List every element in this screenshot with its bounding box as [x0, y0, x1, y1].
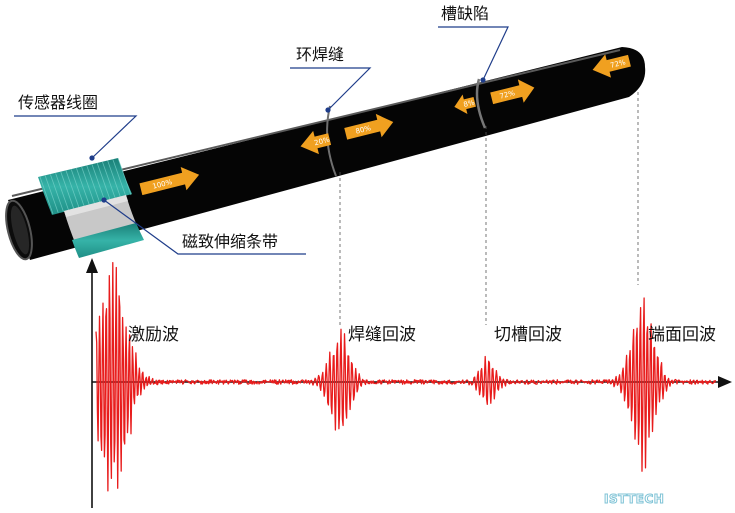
- label-excitation-wave: 激励波: [128, 325, 179, 345]
- callout-lines: [14, 26, 509, 255]
- label-groove-echo: 切槽回波: [494, 325, 562, 345]
- callout-line-sensor-coil: [14, 115, 138, 159]
- label-magnetostrictive-strip: 磁致伸缩条带: [182, 232, 279, 251]
- energy-arrow: 20%: [300, 130, 332, 155]
- amplitude-axis-arrowhead: [86, 258, 98, 273]
- energy-arrow: 72%: [592, 54, 631, 78]
- sensor-lower-coil: [72, 223, 144, 258]
- energy-arrow: 72%: [490, 79, 535, 105]
- label-weld-echo: 焊缝回波: [348, 325, 416, 345]
- echo-signal-trace: [95, 261, 717, 492]
- energy-arrows: 100% 20% 80% 8% 72% 72%: [139, 54, 631, 196]
- energy-arrow: 8%: [454, 94, 476, 114]
- energy-arrow-label: 80%: [355, 124, 372, 136]
- callout-line-girth-weld: [290, 67, 372, 111]
- energy-arrow-label: 8%: [463, 98, 476, 109]
- sensor-assembly: [38, 157, 144, 258]
- callout-line-strip: [103, 199, 306, 255]
- energy-arrow: 100%: [139, 166, 200, 196]
- echo-guides: [339, 92, 639, 325]
- energy-arrow-label: 72%: [499, 89, 516, 101]
- energy-arrow-label: 20%: [313, 136, 330, 148]
- energy-arrow: 80%: [344, 113, 394, 140]
- label-groove-defect: 槽缺陷: [441, 4, 490, 23]
- label-girth-weld: 环焊缝: [296, 45, 345, 64]
- pipe-body: [8, 47, 646, 260]
- energy-arrow-label: 72%: [609, 58, 626, 70]
- label-sensor-coil: 传感器线圈: [18, 93, 99, 112]
- callout-line-groove: [438, 26, 509, 81]
- time-axis-arrowhead: [718, 376, 732, 388]
- sensor-coil: [38, 158, 132, 215]
- isttech-logo: ISTTECH: [603, 492, 665, 506]
- coil-windings: [39, 157, 132, 215]
- label-end-echo: 端面回波: [648, 325, 716, 345]
- groove-notch: [475, 78, 487, 129]
